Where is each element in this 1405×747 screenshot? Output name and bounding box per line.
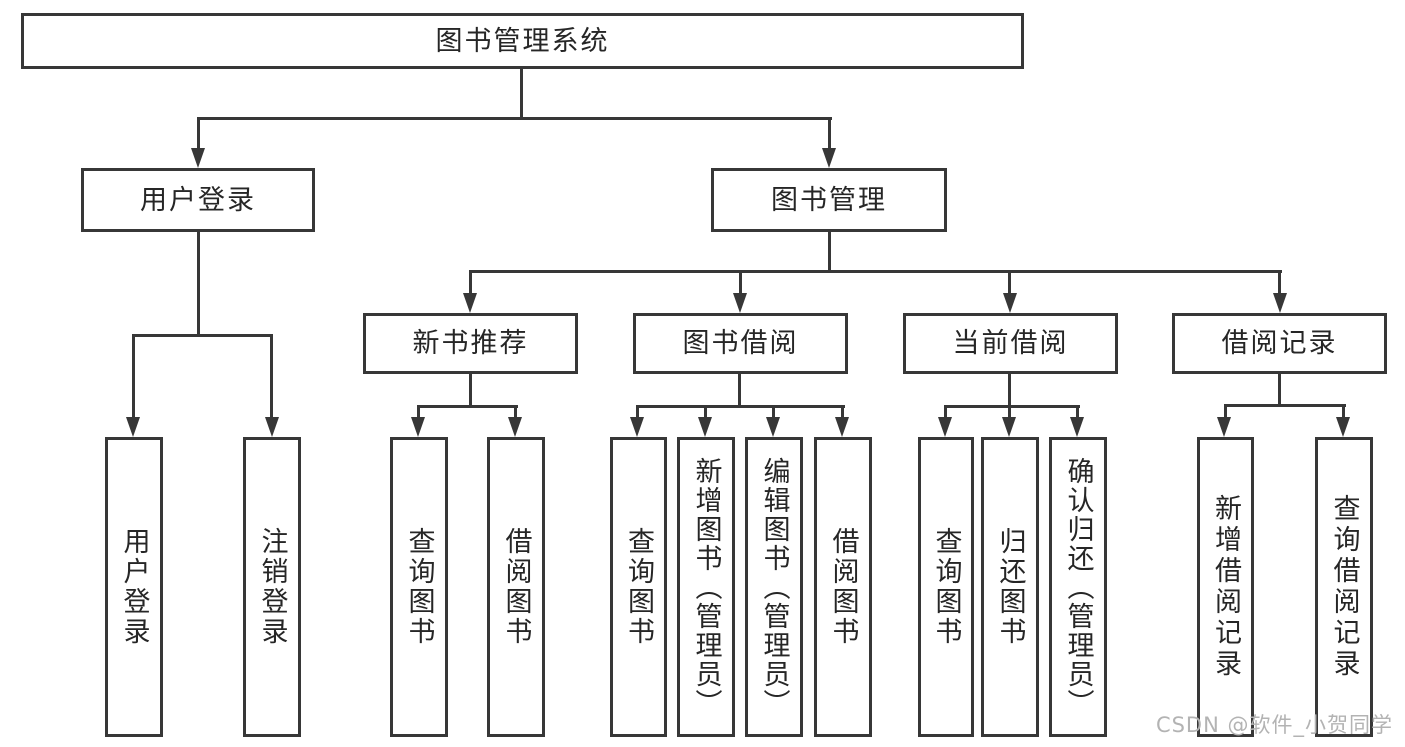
connector-hline: [197, 117, 832, 120]
arrowhead-down-icon: [1336, 417, 1350, 437]
node-leaf-current-confirm-admin-label: 确认归还（管理员）: [1062, 456, 1094, 718]
connector-hline: [636, 405, 845, 408]
connector-vline: [704, 405, 707, 419]
node-new-book-recommend-label: 新书推荐: [412, 328, 529, 359]
connector-vline: [1008, 270, 1011, 295]
node-leaf-current-return: 归还图书: [981, 437, 1039, 737]
node-leaf-current-query: 查询图书: [918, 437, 974, 737]
arrowhead-down-icon: [411, 417, 425, 437]
arrowhead-down-icon: [463, 293, 477, 313]
node-leaf-borrow-query: 查询图书: [610, 437, 667, 737]
node-leaf-user-login-label: 用户登录: [118, 527, 150, 647]
node-leaf-newbook-borrow: 借阅图书: [487, 437, 545, 737]
connector-hline: [469, 270, 1282, 273]
connector-vline: [1008, 405, 1011, 419]
connector-vline: [739, 270, 742, 295]
connector-vline: [1224, 404, 1227, 419]
connector-vline: [636, 405, 639, 419]
node-leaf-borrow-query-label: 查询图书: [623, 527, 654, 647]
connector-vline: [841, 405, 844, 419]
arrowhead-down-icon: [191, 148, 205, 168]
node-leaf-current-confirm-admin: 确认归还（管理员）: [1049, 437, 1107, 737]
connector-vline: [469, 270, 472, 295]
node-book-borrowing-label: 图书借阅: [682, 328, 799, 359]
node-leaf-record-add: 新增借阅记录: [1197, 437, 1254, 737]
connector-vline: [944, 405, 947, 419]
arrowhead-down-icon: [126, 417, 140, 437]
arrowhead-down-icon: [766, 417, 780, 437]
node-leaf-borrow-edit-admin: 编辑图书（管理员）: [745, 437, 803, 737]
connector-vline: [738, 374, 741, 408]
connector-hline: [944, 405, 1080, 408]
node-root-label: 图书管理系统: [435, 25, 610, 57]
node-current-borrowing: 当前借阅: [903, 313, 1118, 374]
arrowhead-down-icon: [835, 417, 849, 437]
connector-vline: [520, 69, 523, 119]
node-leaf-borrow-borrow-label: 借阅图书: [827, 527, 859, 647]
node-book-management-label: 图书管理: [771, 184, 887, 216]
node-leaf-borrow-add-admin-label: 新增图书（管理员）: [690, 456, 722, 718]
connector-vline: [197, 117, 200, 150]
connector-vline: [772, 405, 775, 419]
node-leaf-record-query-label: 查询借阅记录: [1328, 494, 1360, 680]
arrowhead-down-icon: [1273, 293, 1287, 313]
node-borrowing-records: 借阅记录: [1172, 313, 1387, 374]
connector-vline: [132, 334, 135, 418]
node-book-borrowing: 图书借阅: [633, 313, 848, 374]
arrowhead-down-icon: [733, 293, 747, 313]
arrowhead-down-icon: [508, 417, 522, 437]
connector-vline: [1278, 374, 1281, 407]
arrowhead-down-icon: [1003, 293, 1017, 313]
arrowhead-down-icon: [822, 148, 836, 168]
arrowhead-down-icon: [1070, 417, 1084, 437]
node-leaf-record-query: 查询借阅记录: [1315, 437, 1373, 737]
connector-vline: [417, 405, 420, 419]
connector-vline: [828, 117, 831, 150]
connector-vline: [1342, 404, 1345, 419]
arrowhead-down-icon: [938, 417, 952, 437]
node-leaf-borrow-add-admin: 新增图书（管理员）: [677, 437, 735, 737]
connector-vline: [1076, 405, 1079, 419]
connector-hline: [1224, 404, 1346, 407]
connector-vline: [270, 334, 273, 418]
node-leaf-current-return-label: 归还图书: [994, 527, 1026, 647]
connector-vline: [828, 232, 831, 273]
node-leaf-record-add-label: 新增借阅记录: [1210, 494, 1241, 680]
connector-vline: [1278, 270, 1281, 295]
connector-hline: [417, 405, 518, 408]
node-leaf-logout: 注销登录: [243, 437, 301, 737]
node-leaf-borrow-edit-admin-label: 编辑图书（管理员）: [758, 456, 790, 718]
connector-vline: [514, 405, 517, 419]
connector-vline: [197, 232, 200, 336]
arrowhead-down-icon: [1002, 417, 1016, 437]
arrowhead-down-icon: [1217, 417, 1231, 437]
node-leaf-newbook-query-label: 查询图书: [403, 527, 435, 647]
node-leaf-borrow-borrow: 借阅图书: [814, 437, 872, 737]
connector-vline: [469, 374, 472, 408]
node-new-book-recommend: 新书推荐: [363, 313, 578, 374]
node-user-login-group: 用户登录: [81, 168, 315, 232]
connector-hline: [132, 334, 273, 337]
connector-vline: [1008, 374, 1011, 408]
node-book-management: 图书管理: [711, 168, 947, 232]
arrowhead-down-icon: [630, 417, 644, 437]
csdn-watermark: CSDN @软件_小贺同学: [1155, 713, 1393, 737]
arrowhead-down-icon: [265, 417, 279, 437]
node-leaf-newbook-query: 查询图书: [390, 437, 448, 737]
node-borrowing-records-label: 借阅记录: [1221, 328, 1338, 359]
node-leaf-logout-label: 注销登录: [256, 527, 288, 647]
arrowhead-down-icon: [698, 417, 712, 437]
node-leaf-user-login: 用户登录: [105, 437, 163, 737]
node-user-login-group-label: 用户登录: [140, 184, 256, 216]
node-leaf-newbook-borrow-label: 借阅图书: [500, 527, 532, 647]
node-leaf-current-query-label: 查询图书: [930, 527, 962, 647]
node-root: 图书管理系统: [21, 13, 1024, 69]
node-current-borrowing-label: 当前借阅: [952, 328, 1069, 359]
